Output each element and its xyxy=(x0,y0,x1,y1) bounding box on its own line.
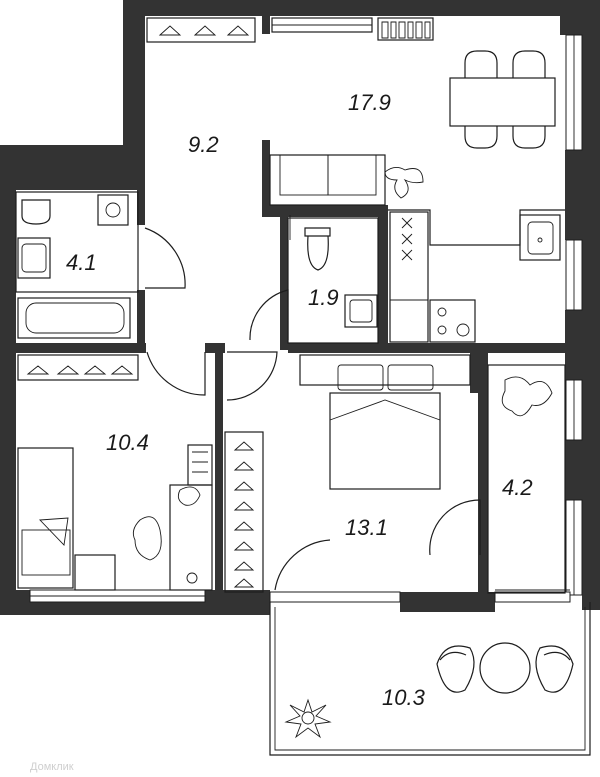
bedroom-small-furniture xyxy=(17,354,213,591)
bathroom-fixtures xyxy=(15,191,186,339)
windows xyxy=(29,34,583,603)
room-area-label-bathroom: 4.1 xyxy=(66,250,97,275)
room-area-label-bedroom-main: 13.1 xyxy=(345,515,388,540)
room-area-label-closet: 4.2 xyxy=(502,475,533,500)
doors xyxy=(146,215,291,401)
room-area-label-bedroom-small: 10.4 xyxy=(106,430,149,455)
closet-fixtures xyxy=(487,364,570,594)
plant-icon xyxy=(284,698,332,739)
room-area-label-kitchen-living: 17.9 xyxy=(348,90,391,115)
plant-icon xyxy=(384,167,424,199)
balcony xyxy=(269,602,591,756)
bedroom-main-furniture xyxy=(224,354,481,593)
toilet-fixtures xyxy=(249,217,379,344)
hall-wardrobe xyxy=(146,17,256,43)
room-area-label-hall: 9.2 xyxy=(188,132,219,157)
room-area-label-toilet: 1.9 xyxy=(308,285,339,310)
room-area-label-balcony: 10.3 xyxy=(382,685,426,710)
walls xyxy=(0,0,600,615)
watermark: Домклик xyxy=(30,761,74,773)
kitchen-living-furniture xyxy=(269,17,565,343)
